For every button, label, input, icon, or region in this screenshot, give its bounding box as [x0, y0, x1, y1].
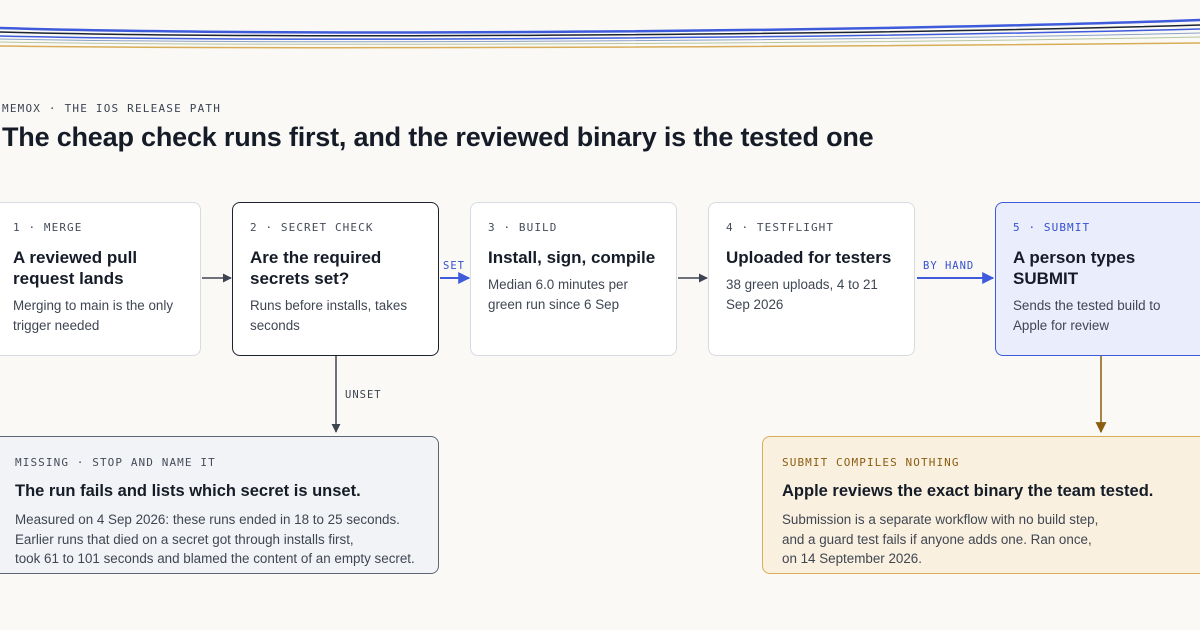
- step-card-secret-check: 2 · SECRET CHECK Are the required secret…: [232, 202, 439, 356]
- panel-line: Measured on 4 Sep 2026: these runs ended…: [15, 512, 400, 527]
- step-label: 3 · BUILD: [488, 221, 558, 234]
- edge-label-unset: UNSET: [345, 389, 382, 401]
- step-title: Are the required secrets set?: [250, 248, 382, 288]
- submit-compiles-nothing-panel: SUBMIT COMPILES NOTHING Apple reviews th…: [762, 436, 1200, 574]
- page-title: The cheap check runs first, and the revi…: [2, 122, 874, 152]
- step-label: 2 · SECRET CHECK: [250, 221, 374, 234]
- step-body: Runs before installs, takes seconds: [250, 298, 408, 333]
- step-title: Install, sign, compile: [488, 248, 656, 267]
- step-card-merge: 1 · MERGE A reviewed pull request lands …: [0, 202, 201, 356]
- panel-label: SUBMIT COMPILES NOTHING: [782, 456, 960, 469]
- step-body: Median 6.0 minutes per green run since 6…: [488, 277, 628, 312]
- step-label: 5 · SUBMIT: [1013, 221, 1091, 234]
- panel-label: MISSING · STOP AND NAME IT: [15, 456, 216, 469]
- panel-line: on 14 September 2026.: [782, 551, 922, 566]
- header-wave-lines: [0, 18, 1200, 49]
- panel-title: The run fails and lists which secret is …: [15, 482, 361, 500]
- panel-line: took 61 to 101 seconds and blamed the co…: [15, 551, 415, 566]
- edge-label-set: SET: [443, 260, 465, 272]
- step-title: Uploaded for testers: [726, 248, 892, 267]
- step-body: Sends the tested build to Apple for revi…: [1013, 298, 1161, 333]
- panel-line: and a guard test fails if anyone adds on…: [782, 531, 1092, 547]
- step-body: Merging to main is the only trigger need…: [13, 298, 174, 333]
- step-title: A reviewed pull request lands: [13, 248, 138, 288]
- eyebrow: MEMOX · THE IOS RELEASE PATH: [2, 102, 222, 115]
- panel-title: Apple reviews the exact binary the team …: [782, 482, 1154, 500]
- panel-line: Earlier runs that died on a secret got t…: [15, 531, 354, 547]
- panel-line: Submission is a separate workflow with n…: [782, 512, 1099, 527]
- edge-label-by-hand: BY HAND: [923, 260, 975, 272]
- step-label: 4 · TESTFLIGHT: [726, 221, 835, 234]
- step-card-build: 3 · BUILD Install, sign, compile Median …: [470, 202, 677, 356]
- step-card-submit: 5 · SUBMIT A person types SUBMIT Sends t…: [995, 202, 1200, 356]
- step-body: 38 green uploads, 4 to 21 Sep 2026: [726, 277, 878, 312]
- step-label: 1 · MERGE: [13, 221, 83, 234]
- step-card-testflight: 4 · TESTFLIGHT Uploaded for testers 38 g…: [708, 202, 915, 356]
- missing-secret-panel: MISSING · STOP AND NAME IT The run fails…: [0, 436, 439, 574]
- step-title: A person types SUBMIT: [1013, 248, 1136, 288]
